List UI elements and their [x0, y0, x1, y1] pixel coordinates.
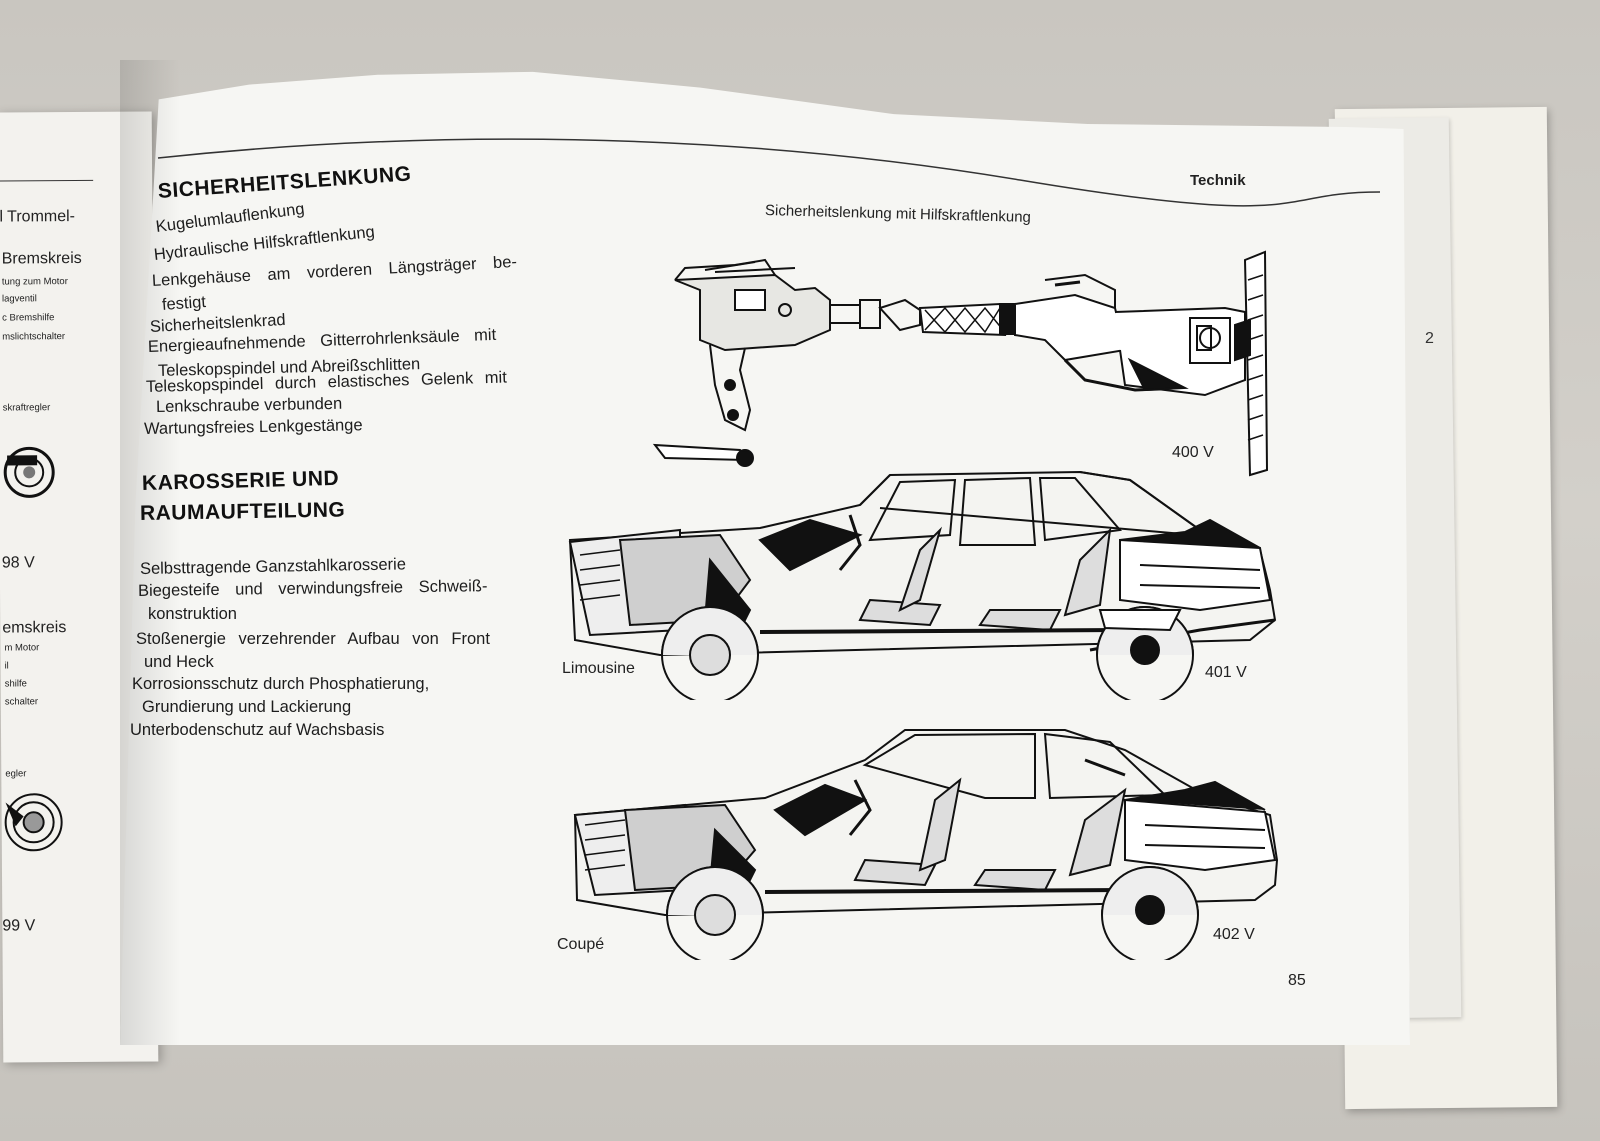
left-page-line: egler — [5, 768, 27, 780]
section-tag: Technik — [1190, 172, 1246, 189]
limousine-label: Limousine — [562, 660, 635, 677]
steering-diagram — [652, 250, 1269, 477]
list-item: festigt — [161, 292, 207, 314]
left-page-line: 99 V — [2, 917, 36, 935]
steering-figure-code: 400 V — [1172, 444, 1214, 461]
list-item: Grundierung und Lackierung — [142, 698, 352, 716]
list-item: Lenkschraube verbunden — [155, 394, 343, 416]
left-page-line: shilfe — [4, 678, 27, 690]
left-page-line: lagventil — [1, 293, 37, 305]
list-item: Unterbodenschutz auf Wachsbasis — [130, 721, 385, 739]
coupe-label: Coupé — [557, 936, 605, 953]
left-page-line: m Motor — [4, 642, 40, 654]
list-item: Biegesteife und verwindungsfreie Schweiß… — [137, 577, 488, 600]
left-page-line: schalter — [4, 696, 39, 708]
heading-body-b: RAUMAUFTEILUNG — [139, 498, 346, 525]
limousine-code: 401 V — [1205, 664, 1247, 681]
left-page-rule — [0, 179, 94, 182]
list-item: Korrosionsschutz durch Phosphatierung, — [132, 675, 430, 693]
left-page-line: mslichtschalter — [2, 331, 66, 343]
left-page-line: Bremskreis — [1, 249, 82, 268]
list-item: konstruktion — [148, 605, 237, 623]
back-page-number: 2 — [1425, 330, 1434, 347]
left-page-line: il — [4, 660, 9, 672]
coupe-cutaway — [573, 729, 1279, 960]
left-page-line: l Trommel- — [0, 208, 76, 226]
disc-brake-illustration — [4, 793, 63, 852]
page-number: 85 — [1288, 972, 1306, 989]
brake-drum-illustration — [3, 446, 55, 498]
left-page-line: tung zum Motor — [1, 276, 68, 288]
main-page: Technik SICHERHEITSLENKUNG Kugelumlaufle… — [120, 71, 1410, 1045]
list-item: Selbsttragende Ganzstahlkarosserie — [139, 555, 407, 578]
left-page-line: c Bremshilfe — [2, 312, 55, 324]
heading-body-a: KAROSSERIE UND — [141, 466, 340, 495]
coupe-code: 402 V — [1213, 926, 1255, 943]
left-page-line: skraftregler — [2, 402, 51, 414]
left-page-line: 98 V — [1, 554, 35, 572]
list-item: Stoßenergie verzehrender Aufbau von Fron… — [136, 630, 490, 648]
left-page: l Trommel- Bremskreis tung zum Motor lag… — [0, 111, 159, 1063]
list-item: Wartungsfreies Lenkgestänge — [143, 416, 363, 438]
left-page-line: emskreis — [2, 619, 67, 637]
header-rule — [157, 138, 1381, 207]
limousine-cutaway — [568, 470, 1277, 700]
list-item: und Heck — [144, 653, 214, 671]
